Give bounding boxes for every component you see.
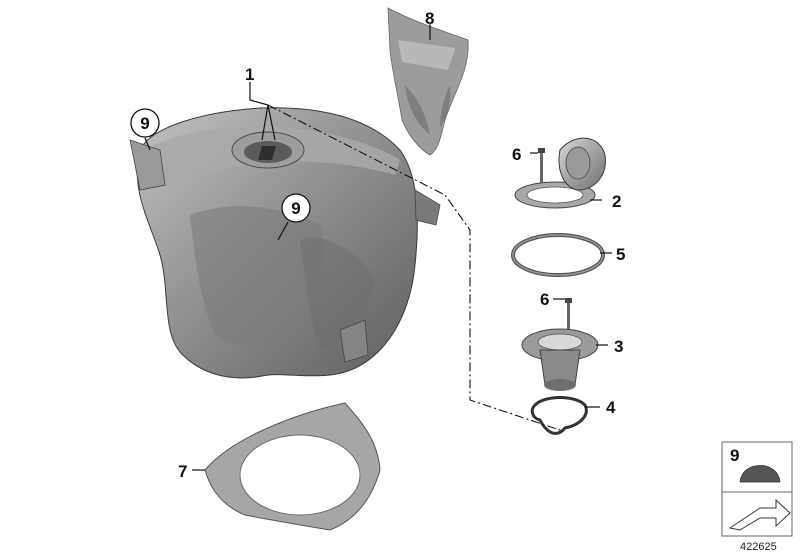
callout-3: 3 (614, 337, 623, 356)
callout-8: 8 (425, 9, 434, 28)
callout-7: 7 (178, 462, 187, 481)
filler-neck-part (521, 328, 599, 391)
svg-text:9: 9 (140, 114, 149, 133)
svg-text:9: 9 (291, 199, 300, 218)
callout-2: 2 (612, 192, 621, 211)
rubber-cap-icon (739, 465, 781, 483)
small-gasket-part (530, 396, 588, 435)
assembly-line (267, 104, 561, 431)
heat-shield-part (204, 402, 381, 531)
legend-label: 9 (730, 446, 739, 465)
callout-4: 4 (606, 398, 616, 417)
screw-part-upper (538, 148, 545, 183)
callout-6-lower: 6 (540, 290, 549, 309)
callout-1: 1 (245, 65, 254, 84)
document-number: 422625 (740, 541, 777, 553)
callout-9-center: 9 (281, 193, 311, 223)
filler-cap-part (514, 137, 606, 209)
direction-arrow-icon (728, 498, 791, 531)
leader-lines (144, 24, 612, 471)
fuel-tank-part (129, 107, 441, 379)
callout-9-left: 9 (130, 108, 160, 138)
legend-box: 9 (721, 441, 793, 537)
callout-5: 5 (616, 245, 625, 264)
gasket-ring-part (511, 233, 605, 277)
tank-pad-part (387, 7, 469, 156)
callout-6-upper: 6 (512, 145, 521, 164)
screw-part-lower (565, 298, 572, 331)
